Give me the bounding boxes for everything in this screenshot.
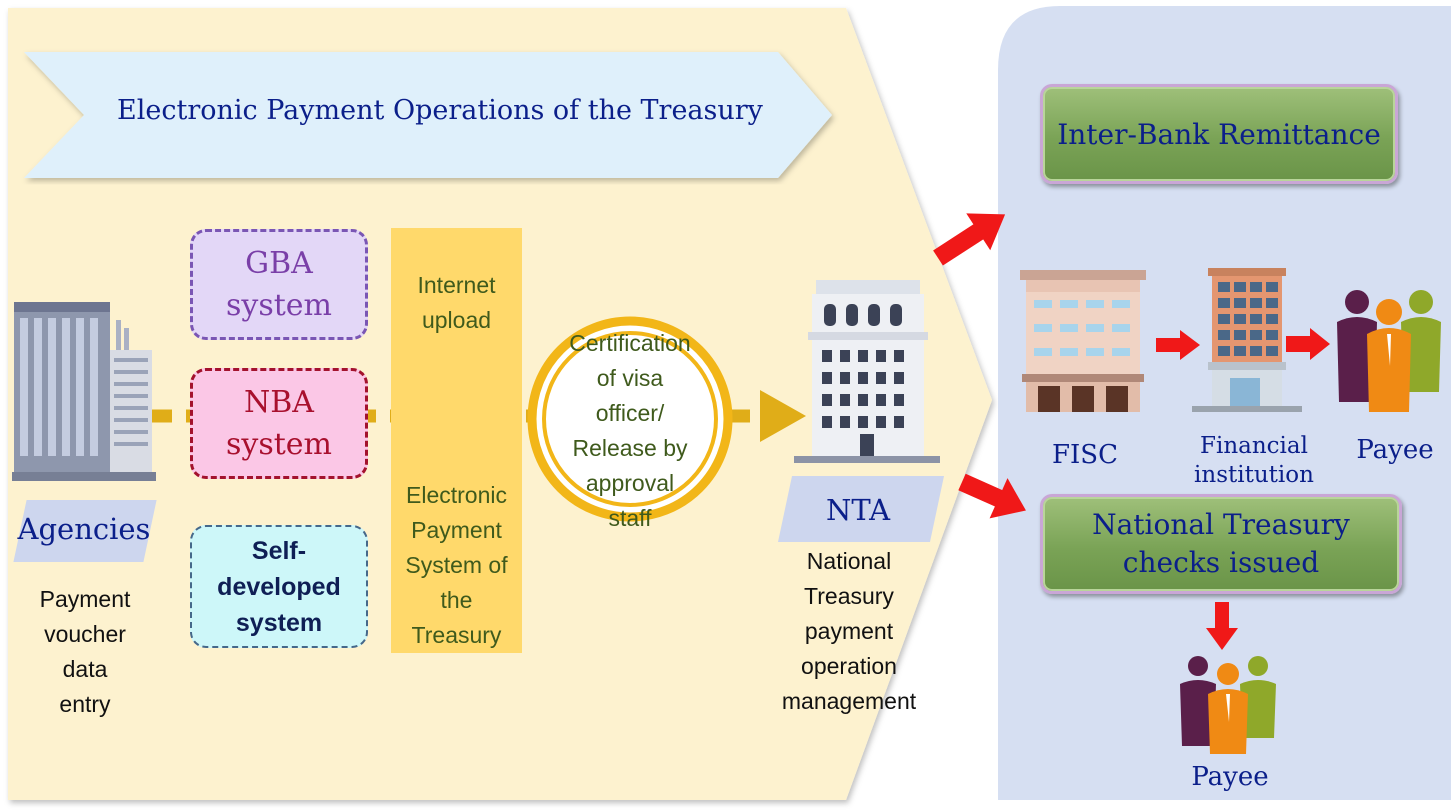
upload-line: upload [421,307,492,333]
self-developed-system-box: Self- developed system [190,525,368,648]
electronic-payment-system-text: Electronic Payment System of the Treasur… [391,478,522,653]
banner-title: Electronic Payment Operations of the Tre… [117,95,763,126]
gba-line: system [226,287,332,323]
self-dev-line: Self- [251,536,307,565]
national-treasury-checks-box: National Treasury checks issued [1040,494,1402,594]
cert-line: Release by [572,435,688,461]
nba-line: system [226,426,332,462]
fi-line: Financial [1200,433,1308,459]
agencies-description: Payment voucher data entry [20,582,150,722]
upload-line: Internet [417,272,496,298]
arrow-down-right-icon [958,473,1026,519]
fisc-label: FISC [1051,440,1118,470]
fi-line: institution [1194,462,1314,488]
certification-text: Certification of visa officer/ Release b… [540,326,720,536]
nta-description: National Treasury payment operation mana… [760,544,938,719]
internet-upload-text: Internet upload [391,268,522,338]
certification-ring-icon [527,316,733,522]
agencies-desc-line: Payment [39,586,131,612]
agencies-desc-line: entry [59,691,111,717]
nta-label: NTA [825,493,891,527]
nta-desc-line: payment [804,618,894,644]
eps-line: System of [405,552,508,578]
gba-line: GBA [245,245,313,281]
payee-group-icon [1180,656,1276,754]
agencies-desc-line: data [62,656,108,682]
payee-top-label: Payee [1356,435,1434,465]
agencies-label: Agencies [17,512,151,546]
self-dev-line: system [235,608,323,637]
self-dev-line: developed [217,572,341,601]
nba-system-box: NBA system [190,368,368,479]
fisc-building-icon [1020,270,1146,412]
cert-line: officer/ [595,400,665,426]
arrow-right-icon [1156,330,1200,360]
cert-line: staff [608,505,652,531]
financial-institution-building-icon [1192,268,1302,412]
nta-desc-line: Treasury [804,583,894,609]
inter-bank-remittance-box: Inter-Bank Remittance [1040,84,1398,184]
gba-system-box: GBA system [190,229,368,340]
upload-column [391,228,522,653]
checks-line: checks issued [1122,546,1320,579]
nta-desc-line: operation [801,653,897,679]
checks-line: National Treasury [1092,508,1350,541]
eps-line: the [440,587,473,613]
cert-line: Certification [569,330,691,356]
eps-line: Treasury [411,622,502,648]
nta-desc-line: National [806,548,892,574]
agencies-building-icon [12,302,156,481]
nba-line: NBA [244,384,314,420]
eps-line: Payment [411,517,502,543]
arrow-up-right-icon [933,213,1006,266]
cert-line: approval [585,470,675,496]
payee-bottom-label: Payee [1191,762,1269,792]
payee-group-icon [1337,290,1441,412]
eps-line: Electronic [406,482,507,508]
arrow-right-icon [1286,328,1330,360]
branch-arrows [933,213,1026,519]
agencies-desc-line: voucher [44,621,126,647]
financial-institution-label: Financial institution [1176,432,1332,490]
cert-line: of visa [596,365,664,391]
nta-building-icon [794,280,940,463]
arrow-down-icon [1206,602,1238,650]
inter-bank-label: Inter-Bank Remittance [1057,117,1381,151]
nta-desc-line: management [781,688,917,714]
